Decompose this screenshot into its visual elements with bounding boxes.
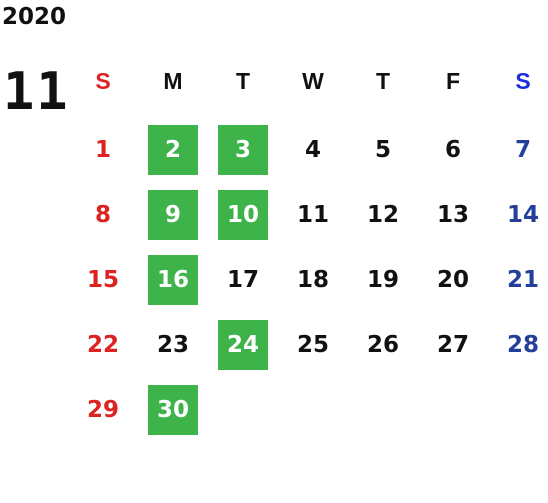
day-cell-20: 20 — [436, 267, 469, 293]
day-cell-24: 24 — [218, 320, 268, 370]
month-number: 11 — [3, 62, 70, 122]
weekday-saturday: S — [515, 68, 531, 94]
day-cell-15: 15 — [86, 267, 119, 293]
weekday-wednesday: W — [302, 68, 324, 94]
day-cell-14: 14 — [506, 202, 539, 228]
day-cell-1: 1 — [94, 137, 111, 163]
day-cell-22: 22 — [86, 332, 119, 358]
day-cell-16: 16 — [148, 255, 198, 305]
day-cell-25: 25 — [296, 332, 329, 358]
day-cell-21: 21 — [506, 267, 539, 293]
day-cell-27: 27 — [436, 332, 469, 358]
day-cell-30: 30 — [148, 385, 198, 435]
year-label: 2020 — [2, 4, 67, 30]
day-cell-18: 18 — [296, 267, 329, 293]
day-cell-9: 9 — [148, 190, 198, 240]
day-cell-19: 19 — [366, 267, 399, 293]
weekday-monday: M — [163, 68, 183, 94]
day-cell-29: 29 — [86, 397, 119, 423]
day-cell-5: 5 — [374, 137, 391, 163]
day-cell-26: 26 — [366, 332, 399, 358]
day-cell-12: 12 — [366, 202, 399, 228]
weekday-thursday: T — [375, 68, 391, 94]
day-cell-3: 3 — [218, 125, 268, 175]
day-cell-17: 17 — [226, 267, 259, 293]
weekday-friday: F — [445, 68, 461, 94]
weekday-tuesday: T — [235, 68, 251, 94]
day-cell-23: 23 — [156, 332, 189, 358]
weekday-sunday: S — [95, 68, 111, 94]
day-cell-11: 11 — [296, 202, 329, 228]
day-cell-4: 4 — [304, 137, 321, 163]
day-cell-13: 13 — [436, 202, 469, 228]
day-cell-2: 2 — [148, 125, 198, 175]
day-cell-7: 7 — [514, 137, 531, 163]
day-cell-6: 6 — [444, 137, 461, 163]
day-cell-10: 10 — [218, 190, 268, 240]
day-cell-8: 8 — [94, 202, 111, 228]
day-cell-28: 28 — [506, 332, 539, 358]
